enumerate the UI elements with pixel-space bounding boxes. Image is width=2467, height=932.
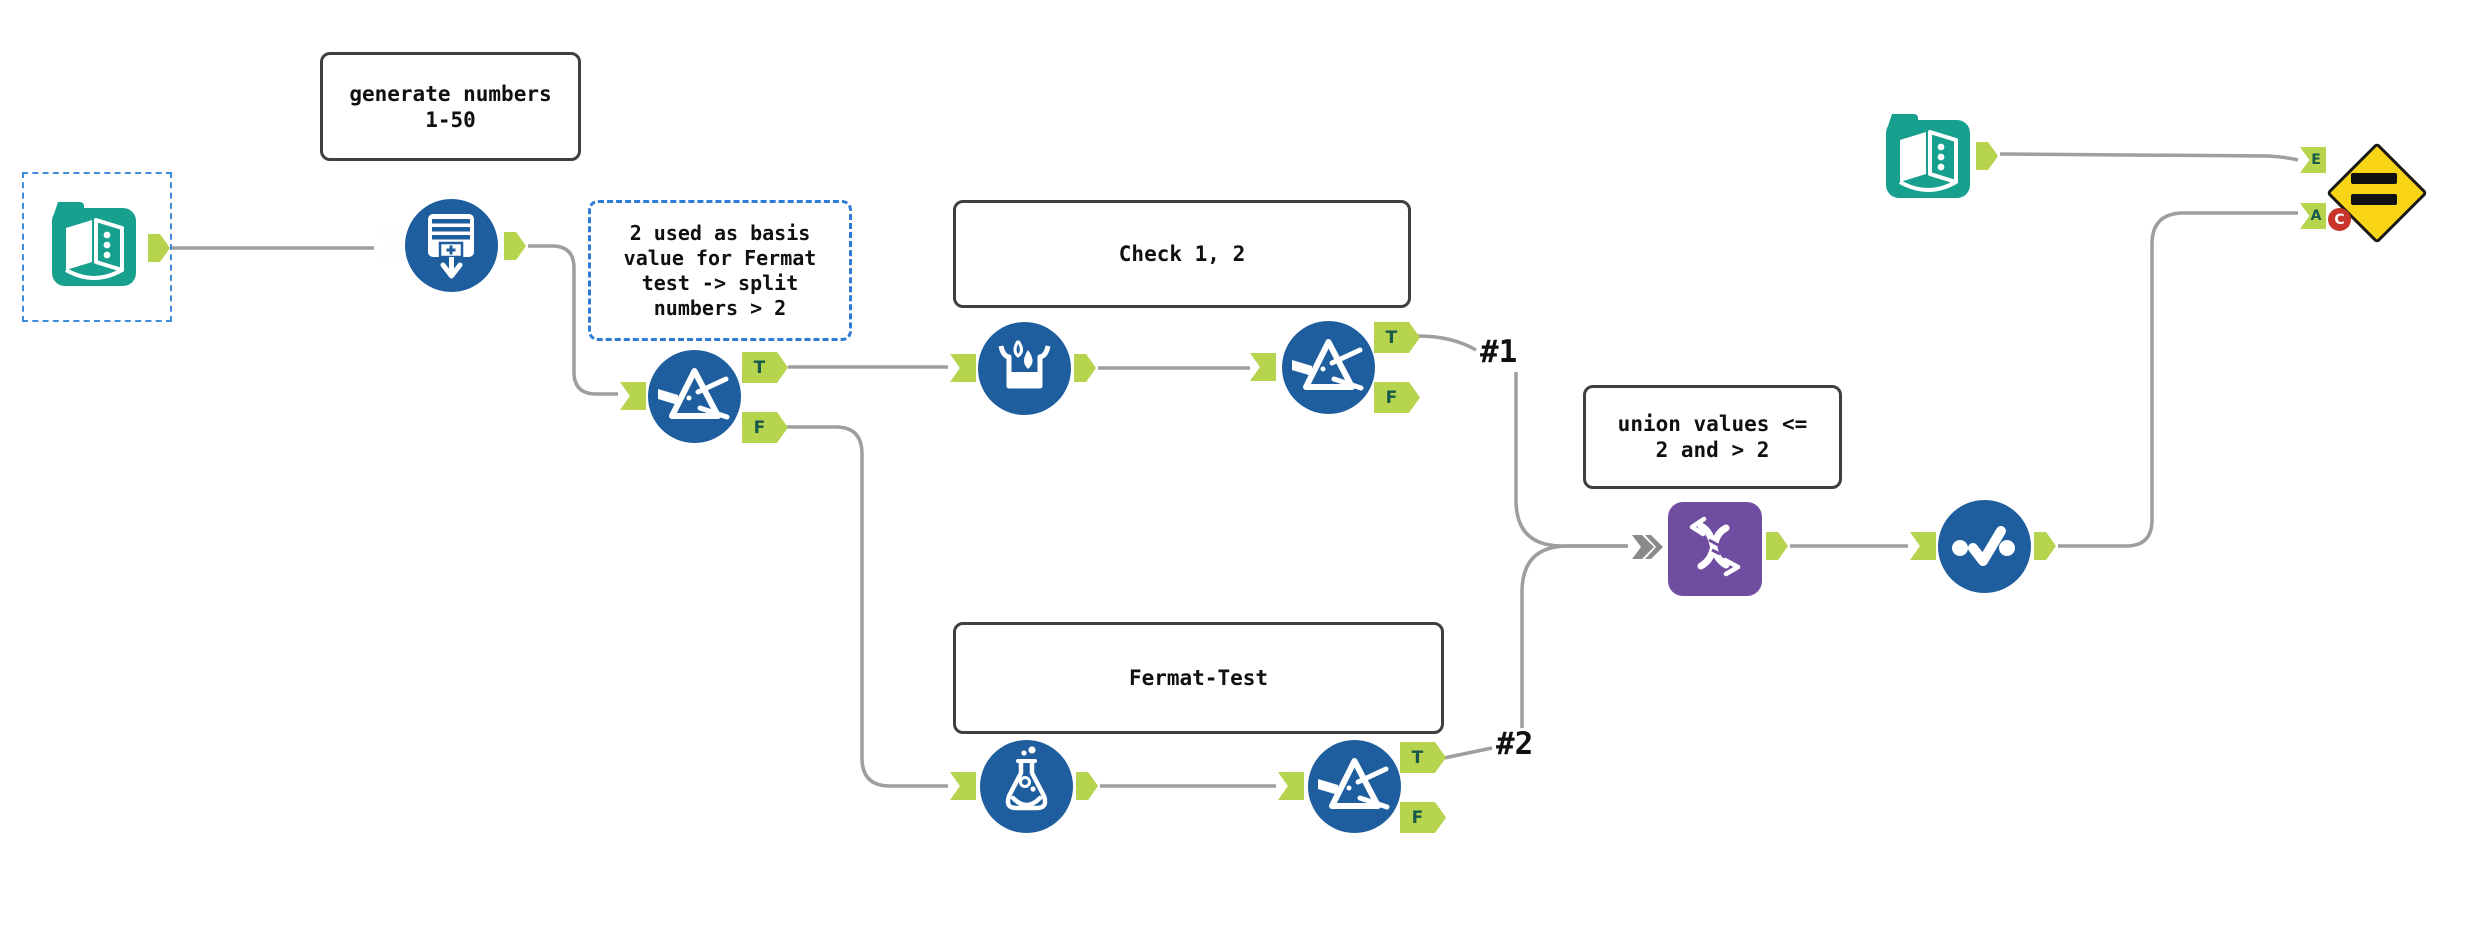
flask-output-anchor[interactable]: [1076, 772, 1098, 800]
wire-unique-testA[interactable]: [2058, 211, 2298, 548]
tool-text-input-2[interactable]: [1882, 110, 1974, 206]
filter3-false-label: F: [1411, 807, 1424, 828]
tool-filter-2[interactable]: [1282, 321, 1375, 418]
text-input-icon: [52, 202, 136, 286]
unique-output-anchor[interactable]: [2034, 532, 2056, 560]
wireless-connection-label-2[interactable]: #2: [1496, 726, 1534, 762]
comment-union-values[interactable]: union values <= 2 and > 2: [1583, 385, 1842, 489]
selection-rectangle: [22, 172, 172, 322]
config-error-badge[interactable]: C: [2328, 208, 2351, 231]
comment-fermat-test[interactable]: Fermat-Test: [953, 622, 1444, 734]
wire-filter1F-flask[interactable]: [786, 425, 948, 788]
textinput2-output-anchor[interactable]: [1976, 142, 1998, 170]
filter-icon: [1282, 321, 1375, 414]
filter2-false-label: F: [1385, 387, 1398, 408]
generate-rows-icon: [405, 199, 498, 292]
filter-icon: [648, 350, 741, 443]
comment-generate-numbers[interactable]: generate numbers 1-50: [320, 52, 581, 161]
filter3-false-anchor[interactable]: F: [1400, 802, 1446, 833]
union-icon: [1668, 502, 1762, 596]
wire-generaterows-filter1[interactable]: [528, 244, 618, 396]
filter1-true-label: T: [753, 357, 766, 378]
formula-icon: [978, 322, 1071, 415]
tool-filter-3[interactable]: [1308, 740, 1401, 837]
text-input-icon: [1886, 114, 1970, 198]
equals-icon: [2351, 173, 2397, 184]
wire-label2-union[interactable]: [1520, 544, 1628, 728]
filter2-false-anchor[interactable]: F: [1374, 382, 1420, 413]
textinput1-output-anchor[interactable]: [148, 234, 170, 262]
test-actual-label: A: [2310, 208, 2322, 224]
union-input-anchor[interactable]: [1630, 529, 1664, 569]
filter2-true-label: T: [1385, 327, 1398, 348]
tool-union[interactable]: [1668, 502, 1762, 600]
wire-filter3T-label2[interactable]: [1443, 746, 1493, 760]
filter1-false-anchor[interactable]: F: [742, 412, 788, 443]
test-error-label: E: [2311, 152, 2321, 168]
wireless-connection-label-1[interactable]: #1: [1480, 334, 1518, 370]
union-output-anchor[interactable]: [1766, 532, 1788, 560]
tool-text-input-1[interactable]: [48, 198, 140, 294]
config-error-label: C: [2334, 211, 2345, 228]
unique-icon: [1938, 500, 2031, 593]
generaterows-output-anchor[interactable]: [504, 232, 526, 260]
filter-icon: [1308, 740, 1401, 833]
equals-icon: [2351, 194, 2397, 205]
multi-input-chevrons-icon: [1632, 535, 1663, 559]
wire-textinput2-testE[interactable]: [1999, 152, 2299, 162]
comment-basis-value[interactable]: 2 used as basis value for Fermat test ->…: [588, 200, 852, 341]
tool-unique[interactable]: [1938, 500, 2031, 597]
filter2-true-anchor[interactable]: T: [1374, 322, 1420, 353]
filter1-true-anchor[interactable]: T: [742, 352, 788, 383]
formula-output-anchor[interactable]: [1074, 354, 1096, 382]
wire-filter2T-label1[interactable]: [1417, 334, 1477, 352]
flask-icon: [980, 740, 1073, 833]
tool-generate-rows[interactable]: [405, 199, 498, 296]
tool-formula[interactable]: [978, 322, 1071, 419]
filter1-false-label: F: [753, 417, 766, 438]
tool-flask[interactable]: [980, 740, 1073, 837]
filter3-true-label: T: [1411, 747, 1424, 768]
filter3-true-anchor[interactable]: T: [1400, 742, 1446, 773]
comment-check-1-2[interactable]: Check 1, 2: [953, 200, 1411, 308]
tool-filter-1[interactable]: [648, 350, 741, 447]
